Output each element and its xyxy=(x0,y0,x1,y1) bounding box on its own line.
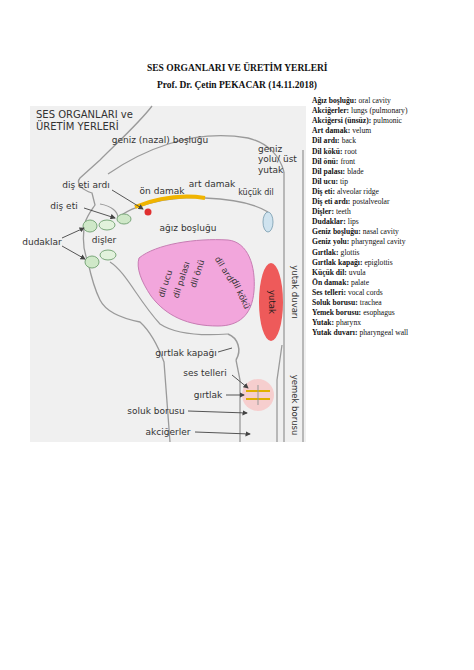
glossary-translation: pharyngeal cavity xyxy=(351,237,405,246)
glossary-term: Diş eti ardı: xyxy=(312,197,350,206)
part-label: yutak duvarı xyxy=(289,265,299,318)
glossary-translation: palate xyxy=(351,278,369,287)
glossary-row: Art damak:velum xyxy=(312,127,371,136)
glossary-term: Geniz boşluğu: xyxy=(312,227,361,236)
glossary-term: Akciğerler: xyxy=(312,106,349,115)
part-label: gırtlak kapağı xyxy=(155,348,217,358)
glossary-translation: front xyxy=(340,157,355,166)
glossary-row: Ses telleri:vocal cords xyxy=(312,289,383,298)
picture-heading: SES ORGANLARI ve ÜRETİM YERLERİ xyxy=(36,109,140,132)
glossary-row: Gırtlak kapağı:epiglottis xyxy=(312,259,393,268)
part-label: ön damak xyxy=(140,186,185,196)
region-label: geniz yolu/ üst yutak xyxy=(258,144,304,175)
part-label: soluk borusu xyxy=(127,406,185,416)
glossary-row: Diş eti ardı:postalveolar xyxy=(312,198,390,207)
glossary-term: Diş eti: xyxy=(312,187,335,196)
glossary-row: Ağız boşluğu:oral cavity xyxy=(312,97,391,106)
glossary-term: Dişler: xyxy=(312,207,334,216)
glossary-translation: teeth xyxy=(336,207,351,216)
glossary-row: Dudaklar:lips xyxy=(312,218,359,227)
part-label: yemek borusu xyxy=(289,375,299,436)
glossary-translation: glottis xyxy=(341,248,360,257)
glossary-term: Ses telleri: xyxy=(312,288,346,297)
glossary-term: Yutak duvarı: xyxy=(312,328,358,337)
glossary-translation: epiglottis xyxy=(364,258,392,267)
glossary-translation: blade xyxy=(347,167,363,176)
glossary-translation: back xyxy=(342,136,356,145)
glossary-row: Geniz boşluğu:nasal cavity xyxy=(312,228,399,237)
glossary-term: Dil önü: xyxy=(312,157,338,166)
glossary-translation: vocal cords xyxy=(348,288,383,297)
glossary-row: Gırtlak:glottis xyxy=(312,249,360,258)
tongue-shape: dil ucudil palasıdil önüdil ardıdil kökü xyxy=(136,236,258,328)
glossary-translation: pharynx xyxy=(336,318,361,327)
glossary-term: Ağız boşluğu: xyxy=(312,96,357,105)
glossary-translation: pulmonic xyxy=(373,116,402,125)
glossary-row: Dil önü:front xyxy=(312,158,355,167)
glossary-translation: nasal cavity xyxy=(363,227,399,236)
glossary-row: Akciğerler:lungs (pulmonary) xyxy=(312,107,407,116)
part-label: diş eti ardı xyxy=(62,180,109,190)
glossary-translation: lips xyxy=(348,217,359,226)
glossary-term: Dil ardı: xyxy=(312,136,340,145)
part-label: art damak xyxy=(189,179,235,189)
page-title: SES ORGANLARI VE ÜRETİM YERLERİ xyxy=(147,63,328,74)
glossary-translation: root xyxy=(345,147,357,156)
glossary-translation: uvula xyxy=(349,268,366,277)
glossary-row: Yutak:pharynx xyxy=(312,319,361,328)
node-text: yutak xyxy=(266,290,276,314)
glossary-translation: velum xyxy=(352,126,371,135)
glossary-term: Gırtlak: xyxy=(312,248,339,257)
author-line: Prof. Dr. Çetin PEKACAR (14.11.2018) xyxy=(157,80,317,91)
glossary-row: Akciğersi (ünsüz):pulmonic xyxy=(312,117,402,126)
part-label: küçük dil xyxy=(238,188,274,197)
glossary-term: Yemek borusu: xyxy=(312,308,361,317)
glossary-translation: esophagus xyxy=(363,308,395,317)
glossary-term: Yutak: xyxy=(312,318,334,327)
glossary-row: Dil ucu:tip xyxy=(312,178,348,187)
glossary-translation: tip xyxy=(340,177,348,186)
glossary-term: Akciğersi (ünsüz): xyxy=(312,116,371,125)
glossary-row: Ön damak:palate xyxy=(312,279,369,288)
glossary-term: Art damak: xyxy=(312,126,350,135)
glossary-term: Dudaklar: xyxy=(312,217,346,226)
glossary-translation: pharyngeal wall xyxy=(360,328,409,337)
glossary-term: Gırtlak kapağı: xyxy=(312,258,362,267)
part-label: dudaklar xyxy=(22,237,62,247)
glossary-translation: trachea xyxy=(360,298,382,307)
glossary-row: Dil ardı:back xyxy=(312,137,356,146)
glossary-term: Dil palası: xyxy=(312,167,345,176)
glossary-row: Yutak duvarı:pharyngeal wall xyxy=(312,329,408,338)
glossary-term: Soluk borusu: xyxy=(312,298,358,307)
glossary-translation: postalveolar xyxy=(352,197,389,206)
glossary-term: Dil kökü: xyxy=(312,147,343,156)
glossary-row: Dişler:teeth xyxy=(312,208,351,217)
glossary-row: Geniz yolu:pharyngeal cavity xyxy=(312,238,406,247)
glossary-row: Diş eti:alveolar ridge xyxy=(312,188,379,197)
glossary-translation: lungs (pulmonary) xyxy=(351,106,407,115)
glossary-term: Ön damak: xyxy=(312,278,349,287)
glossary-row: Dil kökü:root xyxy=(312,148,357,157)
part-label: diş eti xyxy=(50,201,77,211)
part-label: dişler xyxy=(92,235,117,245)
glossary-term: Küçük dil: xyxy=(312,268,347,277)
glossary-term: Geniz yolu: xyxy=(312,237,349,246)
glossary-row: Küçük dil:uvula xyxy=(312,269,366,278)
glossary-row: Yemek borusu:esophagus xyxy=(312,309,395,318)
region-label: geniz (nazal) boşluğu xyxy=(112,135,208,145)
part-label: gırtlak xyxy=(194,390,223,400)
pharynx-ellipse: yutak xyxy=(258,262,284,342)
part-label: ses telleri xyxy=(183,368,227,378)
glossary-row: Dil palası:blade xyxy=(312,168,364,177)
glossary-translation: alveolar ridge xyxy=(337,187,379,196)
region-label: ağız boşluğu xyxy=(160,223,217,233)
part-label: akciğerler xyxy=(146,427,191,437)
glossary-row: Soluk borusu:trachea xyxy=(312,299,382,308)
glossary-translation: oral cavity xyxy=(359,96,391,105)
glossary-term: Dil ucu: xyxy=(312,177,338,186)
